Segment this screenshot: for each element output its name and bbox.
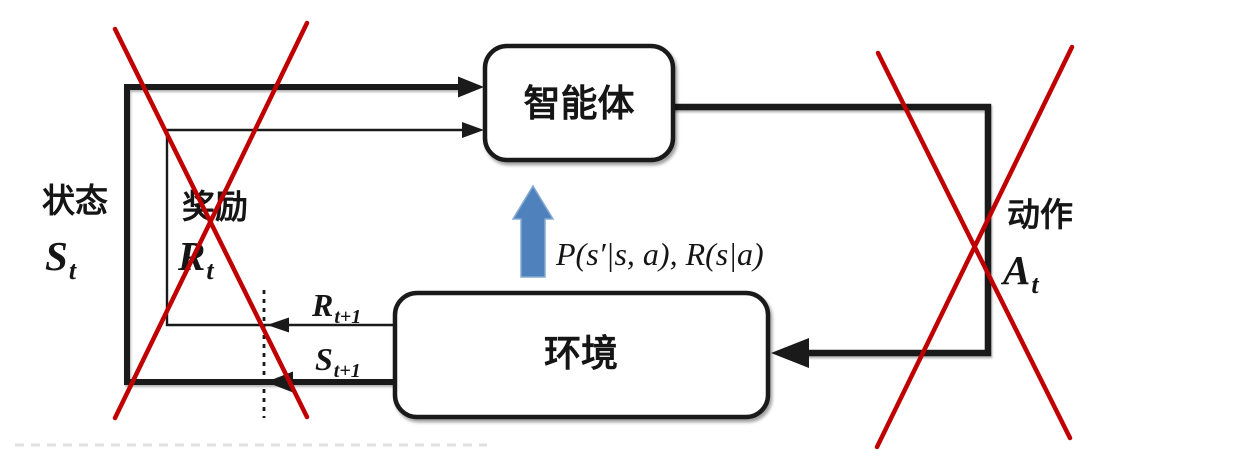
- action-symbol: At: [1000, 247, 1039, 299]
- model-annotation: P(s′|s, a), R(s|a): [555, 236, 764, 272]
- action-caption: 动作: [1007, 197, 1073, 234]
- environment-box-label: 环境: [544, 333, 618, 375]
- transition-up-arrow-icon: [511, 184, 555, 278]
- red-cross-right-stroke-2: [874, 44, 1075, 450]
- agent-box: [482, 43, 676, 163]
- action-to-environment-arrowhead-icon: [771, 338, 809, 368]
- state-symbol: St: [45, 233, 77, 285]
- red-cross-left-stroke-2: [112, 20, 310, 421]
- next-state-symbol: St+1: [315, 341, 361, 382]
- reward-to-agent-arrowhead-icon: [462, 122, 484, 138]
- red-cross-right: [874, 44, 1075, 450]
- next-reward-arrowhead-icon: [267, 317, 289, 333]
- red-cross-left: [112, 20, 310, 421]
- agent-box-label: 智能体: [524, 83, 635, 125]
- state-loop-line: [124, 84, 462, 385]
- next-reward-symbol: Rt+1: [311, 287, 361, 328]
- state-caption: 状态: [42, 183, 108, 220]
- environment-box: [392, 290, 771, 420]
- state-to-agent-arrowhead-icon: [458, 76, 484, 98]
- action-loop-line: [673, 103, 992, 357]
